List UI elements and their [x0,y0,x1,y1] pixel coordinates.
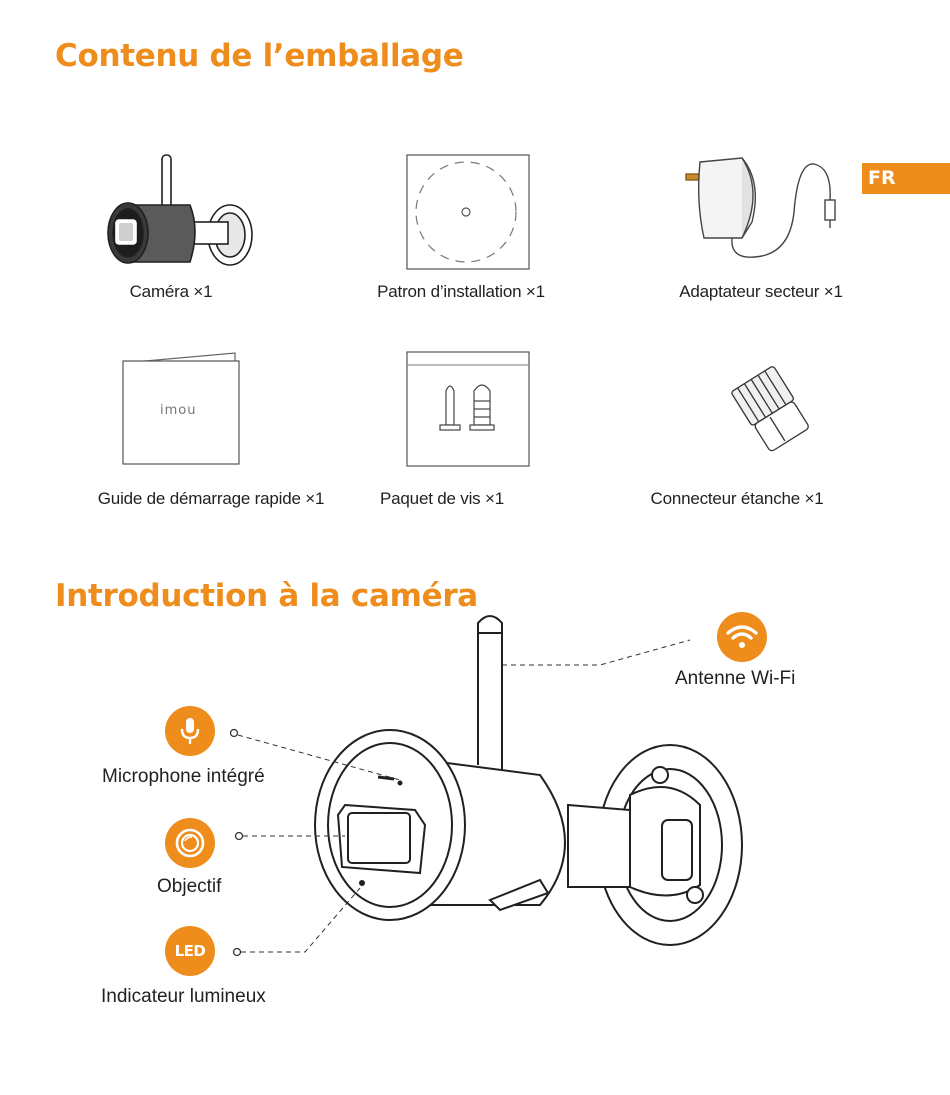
lens-icon [165,818,215,868]
led-icon: LED [165,926,215,976]
led-badge-text: LED [175,942,206,960]
wifi-icon [717,612,767,662]
microphone-icon [165,706,215,756]
feature-label-antenna: Antenne Wi-Fi [675,668,795,690]
feature-label-mic: Microphone intégré [102,766,265,788]
feature-label-lens: Objectif [157,876,221,898]
feature-label-led: Indicateur lumineux [101,986,266,1008]
